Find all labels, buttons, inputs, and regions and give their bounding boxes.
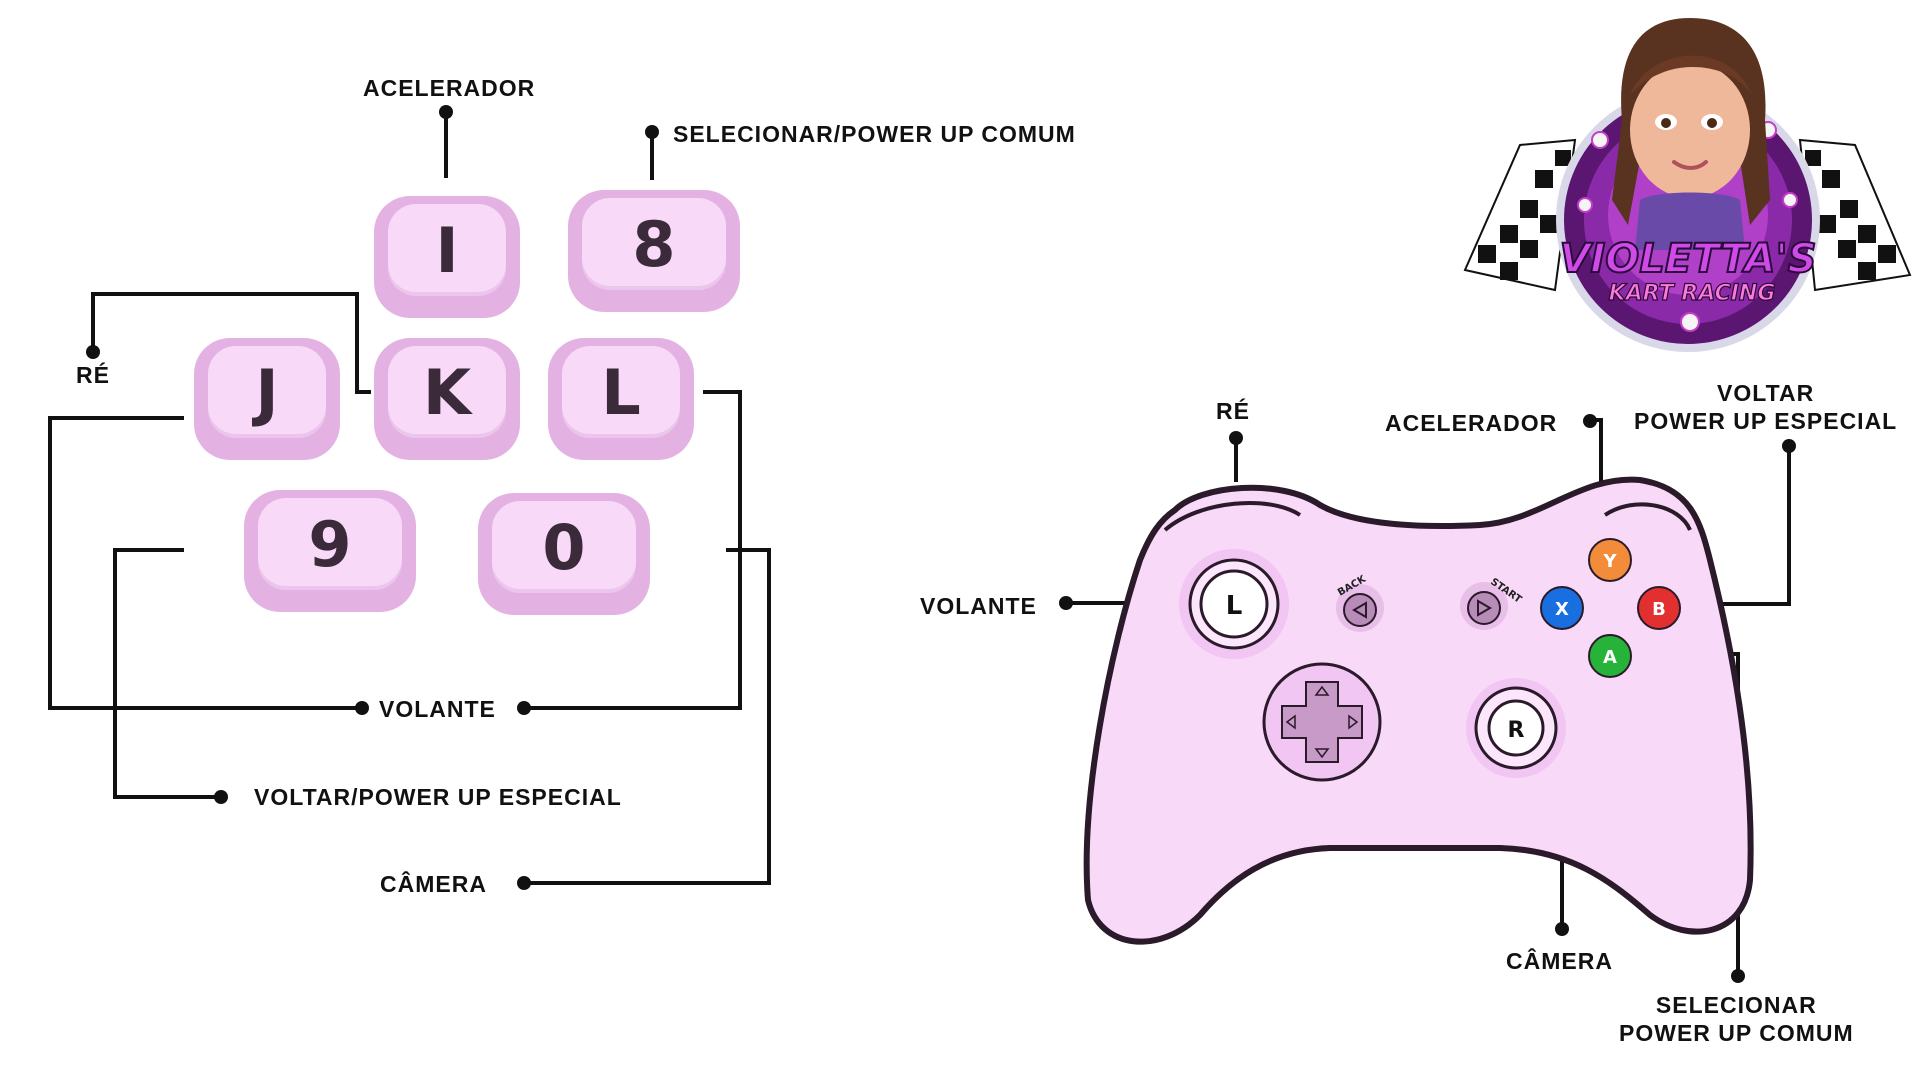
key-i: I [374, 196, 520, 318]
controller-label-selecionar: SELECIONAR POWER UP COMUM [1619, 994, 1854, 1045]
right-stick-label: R [1508, 718, 1525, 743]
button-x-label: X [1555, 599, 1569, 620]
checkered-flag-left-icon [1463, 138, 1577, 292]
key-i-label: I [435, 213, 459, 287]
dpad-down-icon [1314, 748, 1330, 759]
left-stick: L [1179, 549, 1289, 659]
controller-label-acelerador: ACELERADOR [1385, 410, 1558, 436]
keyboard-label-selecionar: SELECIONAR/POWER UP COMUM [673, 121, 1076, 147]
button-a: A [1588, 634, 1632, 678]
keyboard-label-acelerador: ACELERADOR [363, 75, 536, 101]
controller-label-voltar-line2: POWER UP ESPECIAL [1634, 408, 1898, 434]
button-a-label: A [1603, 647, 1617, 668]
dpad-right-icon [1348, 714, 1359, 730]
left-stick-label: L [1226, 591, 1243, 621]
controller-label-camera: CÂMERA [1506, 948, 1613, 974]
key-0-label: 0 [542, 510, 586, 584]
game-logo: VIOLETTA'S KART RACING [1463, 18, 1912, 352]
controller-body [1083, 476, 1754, 945]
key-k: K [374, 338, 520, 460]
keyboard-label-voltar: VOLTAR/POWER UP ESPECIAL [254, 784, 622, 810]
controller-label-selecionar-line1: SELECIONAR [1655, 992, 1817, 1018]
key-9-label: 9 [308, 507, 352, 581]
key-j-label: J [255, 355, 279, 429]
character-avatar [1612, 18, 1770, 250]
key-8: 8 [568, 190, 740, 312]
key-9: 9 [244, 490, 416, 612]
controller-label-selecionar-line2: POWER UP COMUM [1619, 1020, 1854, 1046]
key-k-label: K [422, 355, 472, 429]
right-stick: R [1466, 678, 1566, 778]
controller-label-voltar: VOLTAR POWER UP ESPECIAL [1634, 382, 1897, 433]
key-l-label: L [601, 355, 641, 429]
dpad [1262, 662, 1382, 782]
button-b: B [1637, 586, 1681, 630]
button-b-label: B [1652, 599, 1666, 620]
keyboard-label-volante: VOLANTE [379, 696, 496, 722]
button-y-label: Y [1602, 551, 1617, 572]
dpad-up-icon [1314, 685, 1330, 696]
controller-label-volante: VOLANTE [920, 593, 1037, 619]
checkered-flag-right-icon [1798, 138, 1912, 292]
logo-title: VIOLETTA'S [1559, 236, 1816, 282]
controller-label-re: RÉ [1216, 398, 1250, 424]
keyboard-label-camera: CÂMERA [380, 871, 487, 897]
logo-subtitle: KART RACING [1609, 281, 1776, 306]
keyboard-label-re: RÉ [76, 362, 110, 388]
dpad-left-icon [1285, 714, 1296, 730]
key-8-label: 8 [632, 207, 676, 281]
button-x: X [1540, 586, 1584, 630]
back-button: BACK [1336, 573, 1384, 632]
key-0: 0 [478, 493, 650, 615]
key-j: J [194, 338, 340, 460]
button-y: Y [1588, 538, 1632, 582]
game-controller: L BACK START Y X B A [1083, 476, 1754, 945]
controller-label-voltar-line1: VOLTAR [1717, 380, 1815, 406]
key-l: L [548, 338, 694, 460]
